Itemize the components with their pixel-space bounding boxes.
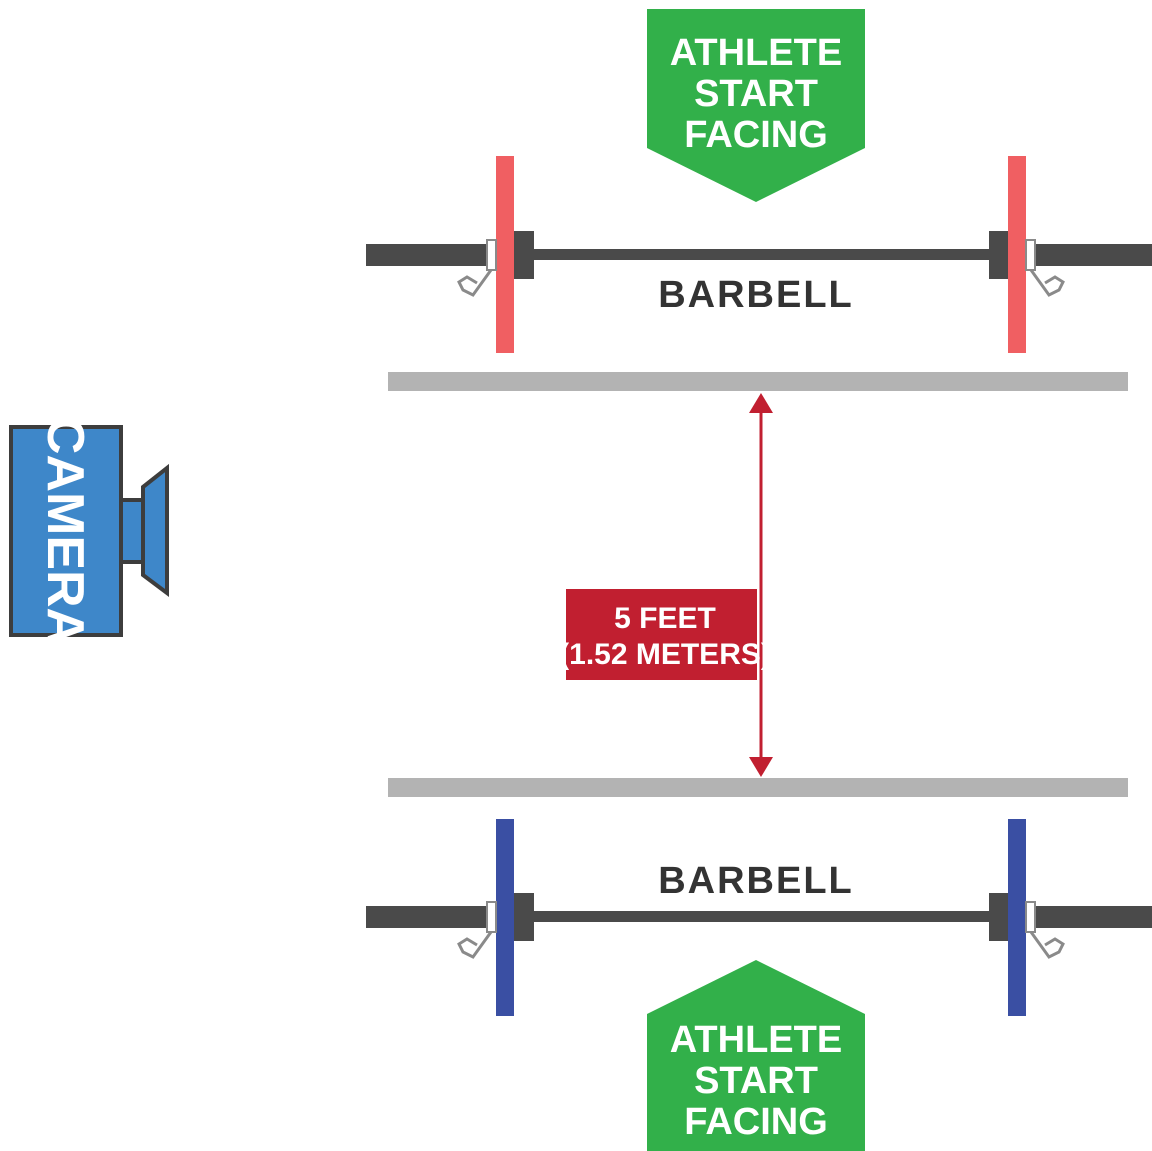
bottom-plate-left — [496, 819, 514, 1016]
bottom-clip-left-icon — [457, 901, 497, 959]
distance-label-line-1: 5 FEET — [614, 602, 716, 635]
camera-body — [9, 425, 123, 637]
bottom-barbell: BARBELL — [366, 819, 1152, 1016]
arrowhead-up-icon — [749, 393, 773, 413]
distance-arrow — [749, 393, 773, 777]
top-facing-line-2: START — [694, 73, 818, 115]
top-barbell-shaft — [534, 249, 989, 260]
top-barbell-label: BARBELL — [658, 274, 854, 316]
distance-label-line-2: (1.52 METERS) — [559, 638, 771, 671]
bottom-barbell-label: BARBELL — [658, 860, 854, 902]
top-barbell-sleeve-left — [366, 244, 496, 266]
bottom-barbell-shaft — [534, 911, 989, 922]
bottom-facing-line-1: ATHLETE — [670, 1019, 842, 1061]
top-facing-line-3: FACING — [684, 114, 828, 156]
top-clip-left-icon — [457, 239, 497, 297]
top-plate-right — [1008, 156, 1026, 353]
bottom-clip-right-icon — [1025, 901, 1065, 959]
arrowhead-down-icon — [749, 757, 773, 777]
bottom-barbell-collar-right — [989, 893, 1009, 941]
top-barbell: BARBELL — [366, 156, 1152, 353]
bottom-barbell-collar-left — [514, 893, 534, 941]
top-barbell-collar-right — [989, 231, 1009, 279]
top-barbell-collar-left — [514, 231, 534, 279]
bottom-athlete-facing-arrow: ATHLETE START FACING — [647, 960, 865, 1151]
top-facing-line-1: ATHLETE — [670, 32, 842, 74]
top-clip-right-icon — [1025, 239, 1065, 297]
top-barbell-sleeve-right — [1030, 244, 1152, 266]
top-platform-line — [388, 372, 1128, 391]
camera-icon: CAMERA — [9, 417, 169, 645]
top-plate-left — [496, 156, 514, 353]
camera-lens — [141, 463, 169, 597]
bottom-plate-right — [1008, 819, 1026, 1016]
bottom-facing-line-3: FACING — [684, 1101, 828, 1143]
bottom-barbell-sleeve-left — [366, 906, 496, 928]
camera-label: CAMERA — [36, 417, 94, 645]
bottom-barbell-sleeve-right — [1030, 906, 1152, 928]
bottom-platform-line — [388, 778, 1128, 797]
camera-lens-neck — [119, 498, 145, 564]
distance-label-box: 5 FEET (1.52 METERS) — [559, 589, 771, 680]
bottom-facing-line-2: START — [694, 1060, 818, 1102]
top-athlete-facing-arrow: ATHLETE START FACING — [647, 9, 865, 202]
